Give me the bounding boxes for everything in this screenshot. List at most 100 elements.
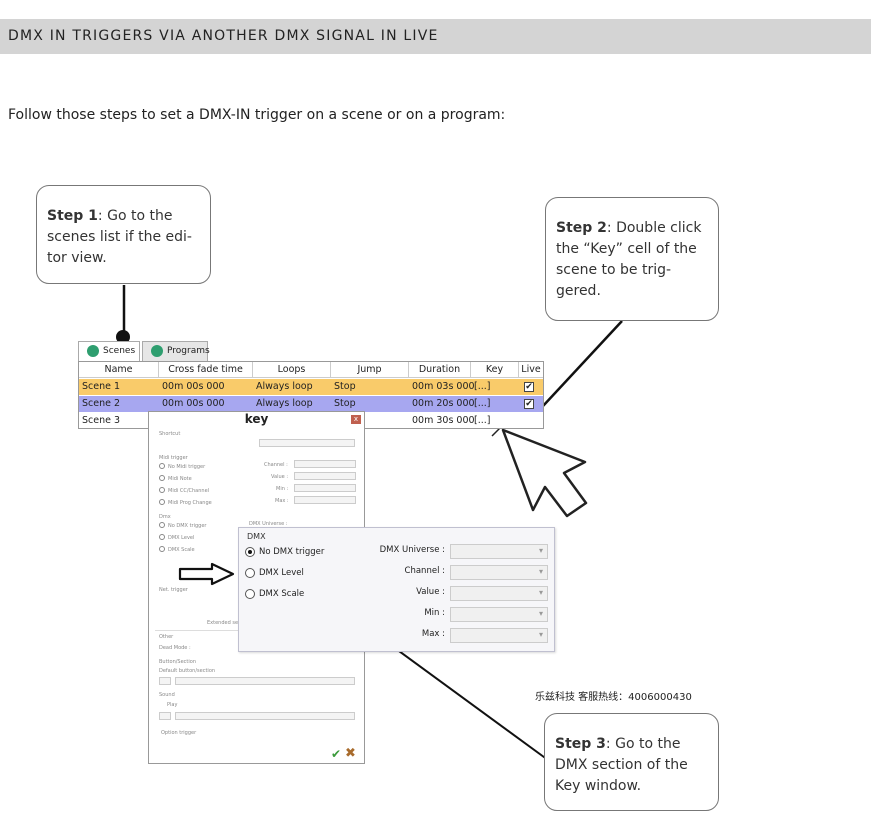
dmx-small-label: Dmx <box>159 514 171 520</box>
step2-text: : Double click the “Key” cell of the sce… <box>556 220 702 299</box>
dmx-universe-label: DMX Universe : <box>379 545 445 555</box>
cell-live[interactable]: ✔ <box>521 379 543 395</box>
step2-label: Step 2 <box>556 220 607 236</box>
dmx-option-level: DMX Level <box>259 568 304 578</box>
cell-duration: 00m 03s 000 <box>412 381 475 392</box>
cell-fade: 00m 00s 000 <box>162 381 225 392</box>
col-key: Key <box>471 362 519 378</box>
dmx-small-option-scale: DMX Scale <box>168 547 195 553</box>
play-label[interactable]: Play <box>167 702 178 708</box>
live-checkbox[interactable]: ✔ <box>524 399 534 409</box>
other-label: Other <box>159 634 174 640</box>
dmx-min-select[interactable] <box>450 607 548 622</box>
dmx-radio-scale[interactable] <box>245 589 255 599</box>
dmx-radio-none[interactable] <box>245 547 255 557</box>
extended-label: Extended set <box>207 620 240 626</box>
cell-live[interactable]: ✔ <box>521 396 543 412</box>
tab-scenes-label: Scenes <box>103 346 136 356</box>
dmx-value-select[interactable] <box>450 586 548 601</box>
midi-radio-none[interactable] <box>159 463 165 469</box>
dmx-max-label: Max : <box>421 629 445 639</box>
dmx-value-label: Value : <box>416 587 445 597</box>
hotline-text: 乐兹科技 客服热线：4006000430 <box>535 692 692 703</box>
midi-radio-cc[interactable] <box>159 487 165 493</box>
dmx-small-radio-scale[interactable] <box>159 546 165 552</box>
midi-min-label: Min : <box>276 486 289 492</box>
cell-key[interactable]: [...] <box>474 415 491 426</box>
dmx-small-option-none: No DMX trigger <box>168 523 207 529</box>
sound-picker[interactable] <box>159 712 171 720</box>
sound-label: Sound <box>159 692 175 698</box>
section-header: DMX IN TRIGGERS VIA ANOTHER DMX SIGNAL I… <box>0 19 871 54</box>
cell-name: Scene 3 <box>82 415 121 426</box>
step3-text: : Go to the DMX section of the Key windo… <box>555 736 688 794</box>
dmx-universe-select[interactable] <box>450 544 548 559</box>
midi-value-select[interactable] <box>294 472 356 480</box>
cell-loops: Always loop <box>256 381 313 392</box>
ok-icon[interactable]: ✔ <box>331 747 342 761</box>
step1-callout: Step 1: Go to the scenes list if the edi… <box>36 185 211 284</box>
shortcut-label: Shortcut <box>159 431 181 437</box>
midi-max-select[interactable] <box>294 496 356 504</box>
midi-value-label: Value : <box>271 474 289 480</box>
scenes-icon <box>87 345 99 357</box>
step3-label: Step 3 <box>555 736 606 752</box>
dead-mode-label: Dead Mode : <box>159 645 191 651</box>
step3-callout: Step 3: Go to the DMX section of the Key… <box>544 713 719 811</box>
dmx-min-label: Min : <box>424 608 445 618</box>
pointer-arrow-icon <box>178 562 235 586</box>
midi-option-cc: Midi CC/Channel <box>168 488 210 494</box>
dmx-small-radio-none[interactable] <box>159 522 165 528</box>
col-duration: Duration <box>409 362 471 378</box>
tab-programs[interactable]: Programs <box>142 341 210 361</box>
dmx-max-select[interactable] <box>450 628 548 643</box>
live-checkbox[interactable]: ✔ <box>524 382 534 392</box>
shortcut-select[interactable] <box>259 439 355 447</box>
option-trigger-label[interactable]: Option trigger <box>161 730 197 736</box>
step1-text: : Go to the scenes list if the edi-tor v… <box>47 208 192 266</box>
section-title: DMX IN TRIGGERS VIA ANOTHER DMX SIGNAL I… <box>8 28 439 44</box>
midi-option-none: No Midi trigger <box>168 464 206 470</box>
sound-field[interactable] <box>175 712 355 720</box>
programs-icon <box>151 345 163 357</box>
midi-option-note: Midi Note <box>168 476 192 482</box>
button-field[interactable] <box>175 677 355 685</box>
dmx-radio-level[interactable] <box>245 568 255 578</box>
default-button-label[interactable]: Default button/section <box>159 668 216 674</box>
button-picker[interactable] <box>159 677 171 685</box>
midi-label: Midi trigger <box>159 455 188 461</box>
tab-scenes[interactable]: Scenes <box>78 341 140 361</box>
col-fade: Cross fade time <box>159 362 253 378</box>
table-row[interactable]: Scene 2 00m 00s 000 Always loop Stop 00m… <box>79 396 543 412</box>
midi-min-select[interactable] <box>294 484 356 492</box>
col-name: Name <box>79 362 159 378</box>
button-section-label: Button/Section <box>159 659 197 665</box>
cancel-icon[interactable]: ✖ <box>345 746 356 761</box>
dmx-channel-select[interactable] <box>450 565 548 580</box>
dmx-channel-label: Channel : <box>404 566 445 576</box>
midi-radio-note[interactable] <box>159 475 165 481</box>
table-row[interactable]: Scene 1 00m 00s 000 Always loop Stop 00m… <box>79 379 543 395</box>
dmx-small-option-level: DMX Level <box>168 535 195 541</box>
dmx-option-scale: DMX Scale <box>259 589 305 599</box>
intro-text: Follow those steps to set a DMX-IN trigg… <box>8 107 506 123</box>
cell-duration: 00m 20s 000 <box>412 398 475 409</box>
col-loops: Loops <box>253 362 331 378</box>
col-jump: Jump <box>331 362 409 378</box>
cell-key[interactable]: [...] <box>474 398 491 409</box>
midi-channel-select[interactable] <box>294 460 356 468</box>
midi-max-label: Max : <box>275 498 289 504</box>
cell-jump: Stop <box>334 381 356 392</box>
table-header: Name Cross fade time Loops Jump Duration… <box>79 362 543 378</box>
tab-programs-label: Programs <box>167 346 210 356</box>
cell-key[interactable]: [...] <box>474 381 491 392</box>
midi-radio-prog[interactable] <box>159 499 165 505</box>
network-label: Net. trigger <box>159 587 188 593</box>
step2-callout: Step 2: Double click the “Key” cell of t… <box>545 197 719 321</box>
cell-loops: Always loop <box>256 398 313 409</box>
close-icon[interactable]: x <box>351 415 361 424</box>
cell-duration: 00m 30s 000 <box>412 415 475 426</box>
dmx-small-radio-level[interactable] <box>159 534 165 540</box>
table-row[interactable]: Scene 3 00m 30s 000 [...] <box>79 413 543 429</box>
cell-fade: 00m 00s 000 <box>162 398 225 409</box>
